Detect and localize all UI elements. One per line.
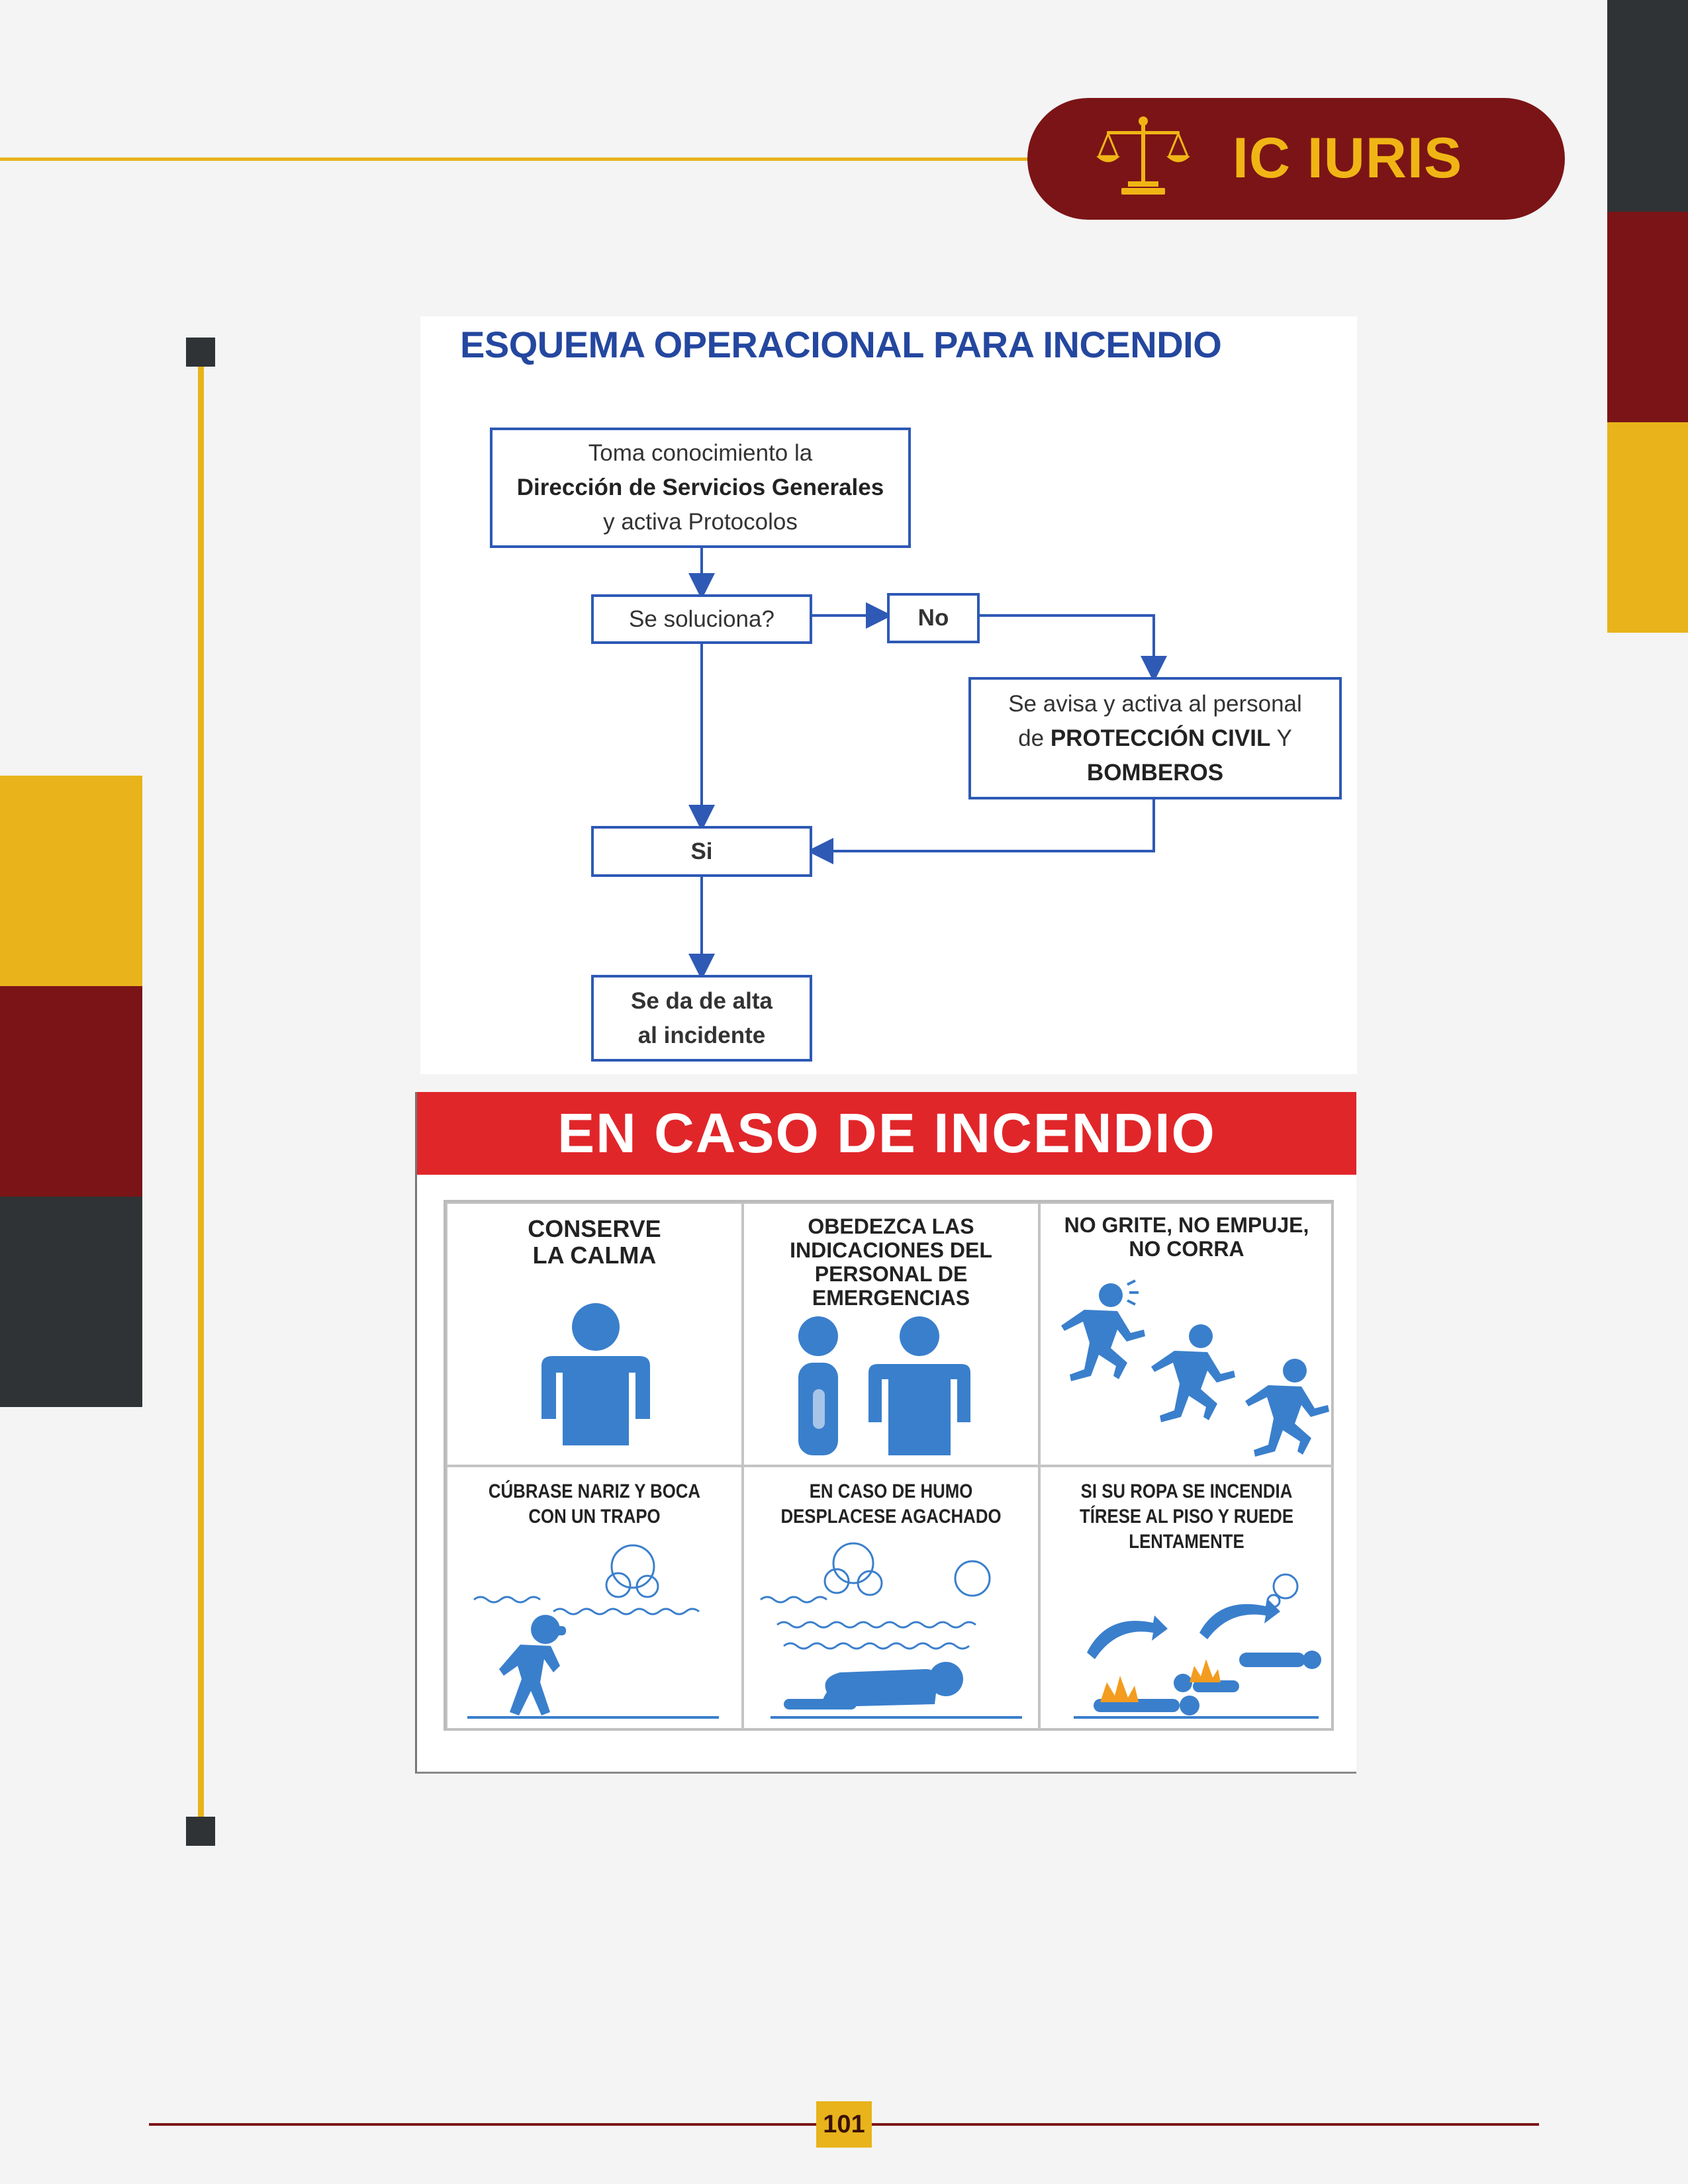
header-rule xyxy=(0,158,1033,161)
flowchart-connectors xyxy=(688,548,1167,980)
civil-line1: Se avisa y activa al personal xyxy=(1008,690,1302,717)
left-bar-charcoal xyxy=(0,1197,142,1407)
flow-box-conocimiento: Toma conocimiento la Dirección de Servic… xyxy=(490,428,911,548)
page-number: 101 xyxy=(816,2101,872,2148)
flow-box-question: Se soluciona? xyxy=(591,594,812,644)
flowchart-panel: ESQUEMA OPERACIONAL PARA INCENDIO Toma c… xyxy=(420,316,1357,1074)
rule-top-square xyxy=(186,338,215,367)
civil-line2: de PROTECCIÓN CIVIL Y xyxy=(1018,725,1292,751)
box1-line1: Toma conocimiento la xyxy=(588,440,813,466)
flow-box-si: Si xyxy=(591,826,812,877)
emergency-staff-icon xyxy=(798,1316,970,1455)
connector-no-civil xyxy=(980,614,1167,682)
cell-no-corra: NO GRITE, NO EMPUJE,NO CORRA xyxy=(1039,1203,1334,1466)
caption-no-corra: NO GRITE, NO EMPUJE,NO CORRA xyxy=(1064,1213,1309,1261)
box1-line3: y activa Protocolos xyxy=(603,509,798,535)
question-label: Se soluciona? xyxy=(629,606,774,632)
end-line2: al incidente xyxy=(637,1022,766,1048)
scales-of-justice-icon xyxy=(1096,116,1190,195)
crawl-low-icon xyxy=(760,1542,1022,1719)
right-bar-maroon xyxy=(1607,212,1688,422)
left-bar-maroon xyxy=(0,986,142,1197)
si-label: Si xyxy=(690,838,713,864)
brand-logo: IC IURIS xyxy=(1027,98,1565,220)
running-people-icon xyxy=(1061,1279,1329,1457)
no-label: No xyxy=(917,605,949,631)
flow-box-no: No xyxy=(887,593,980,643)
flow-box-alta: Se da de alta al incidente xyxy=(591,975,812,1062)
left-bar-gold xyxy=(0,776,142,986)
brand-name: IC IURIS xyxy=(1233,126,1463,190)
cover-mouth-icon xyxy=(467,1544,719,1719)
connector-civil-si xyxy=(807,799,1155,864)
flowchart-title: ESQUEMA OPERACIONAL PARA INCENDIO xyxy=(460,324,1222,365)
fire-title: EN CASO DE INCENDIO xyxy=(417,1092,1356,1175)
end-line1: Se da de alta xyxy=(631,987,773,1014)
rule-bottom-square xyxy=(186,1817,215,1846)
box1-line2: Dirección de Servicios Generales xyxy=(516,475,884,500)
right-bar-gold xyxy=(1607,422,1688,633)
right-bar-charcoal xyxy=(1607,0,1688,212)
vertical-rule xyxy=(198,357,204,1837)
calm-person-icon xyxy=(541,1303,650,1445)
stop-drop-roll-icon xyxy=(1074,1573,1321,1719)
flow-box-proteccion-civil: Se avisa y activa al personal de PROTECC… xyxy=(968,677,1342,799)
civil-line3: BOMBEROS xyxy=(1086,759,1224,786)
